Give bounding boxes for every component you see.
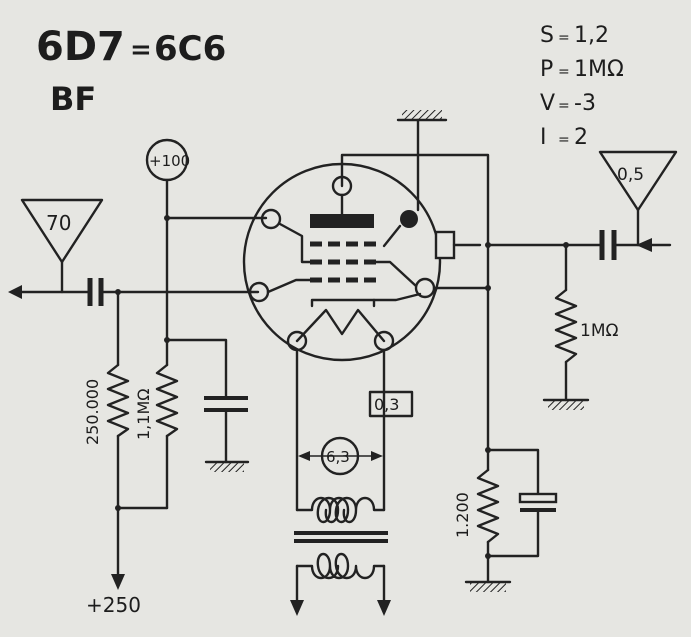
output-resistor <box>554 288 578 364</box>
screen-supply-label: +100 <box>149 152 190 170</box>
wire <box>165 338 228 398</box>
tube-equivalent: 6C6 <box>154 29 226 69</box>
heater-voltage-label: 6,3 <box>326 448 350 466</box>
output-gain-label: 0,5 <box>617 165 644 185</box>
tube-top-cap <box>434 230 456 260</box>
tube-cathode <box>310 298 376 308</box>
transformer-secondary <box>295 552 386 580</box>
wire <box>486 448 540 496</box>
heater-current-label: 0,3 <box>374 395 399 414</box>
output-arrow-icon <box>636 238 652 252</box>
param-eq: = <box>558 30 570 46</box>
param-value: 1MΩ <box>574 57 624 82</box>
wire <box>382 224 402 248</box>
plate-wire <box>340 153 490 247</box>
cathode-capacitor <box>518 492 558 504</box>
wire <box>486 508 540 558</box>
param-eq: = <box>558 64 570 80</box>
param-value: -3 <box>574 91 596 116</box>
ground-icon <box>470 582 506 592</box>
supply-label: +250 <box>86 593 141 617</box>
output-gain-triangle: 0,5 <box>598 150 678 212</box>
wire <box>266 278 312 294</box>
ground-icon <box>402 110 442 120</box>
tube-filament <box>295 308 386 343</box>
wire <box>374 260 418 288</box>
voltage-arrow-icon <box>371 451 383 461</box>
ground-icon <box>548 400 584 410</box>
screen-resistor-label: 1,1MΩ <box>134 389 153 440</box>
input-arrow-icon <box>8 285 22 299</box>
junction-dot <box>485 285 491 291</box>
tube-pin <box>400 210 418 228</box>
mains-arrow-icon <box>290 600 304 616</box>
ground-icon <box>210 462 244 472</box>
param-key: V <box>540 91 555 116</box>
screen-supply-badge: +100 <box>145 138 190 182</box>
cathode-resistor <box>476 468 500 544</box>
tube-plate <box>310 214 374 228</box>
voltage-arrow-icon <box>298 451 310 461</box>
tube-name: 6D7 <box>36 24 125 70</box>
amplifier-class: BF <box>50 80 96 118</box>
supply-arrow-icon <box>111 574 125 590</box>
wire <box>372 292 422 302</box>
grid-resistor <box>106 363 130 438</box>
tube-envelope <box>242 162 482 362</box>
mains-arrow-icon <box>377 600 391 616</box>
param-value: 2 <box>574 125 588 150</box>
input-capacitor <box>87 278 104 306</box>
tube-pin <box>260 208 282 230</box>
heater-current-badge: 0,3 <box>368 390 414 418</box>
param-key: I <box>540 125 547 150</box>
tube-parameters: S = 1,2 P = 1MΩ V = -3 I = 2 <box>540 23 624 150</box>
cathode-resistor-label: 1.200 <box>453 492 472 538</box>
grid-resistor-label: 250.000 <box>83 379 102 445</box>
heater-voltage-badge: 6,3 <box>320 436 360 476</box>
junction-dot <box>485 553 491 559</box>
param-key: S <box>540 23 554 48</box>
param-eq: = <box>558 132 570 148</box>
input-gain-label: 70 <box>46 211 71 235</box>
input-gain-triangle: 70 <box>20 198 104 264</box>
output-resistor-label: 1MΩ <box>580 321 618 341</box>
equals-sign: = <box>130 35 152 65</box>
param-key: P <box>540 57 553 82</box>
param-eq: = <box>558 98 570 114</box>
param-value: 1,2 <box>574 23 609 48</box>
wire <box>278 222 312 264</box>
transformer-primary <box>295 496 386 524</box>
screen-resistor <box>155 363 179 438</box>
